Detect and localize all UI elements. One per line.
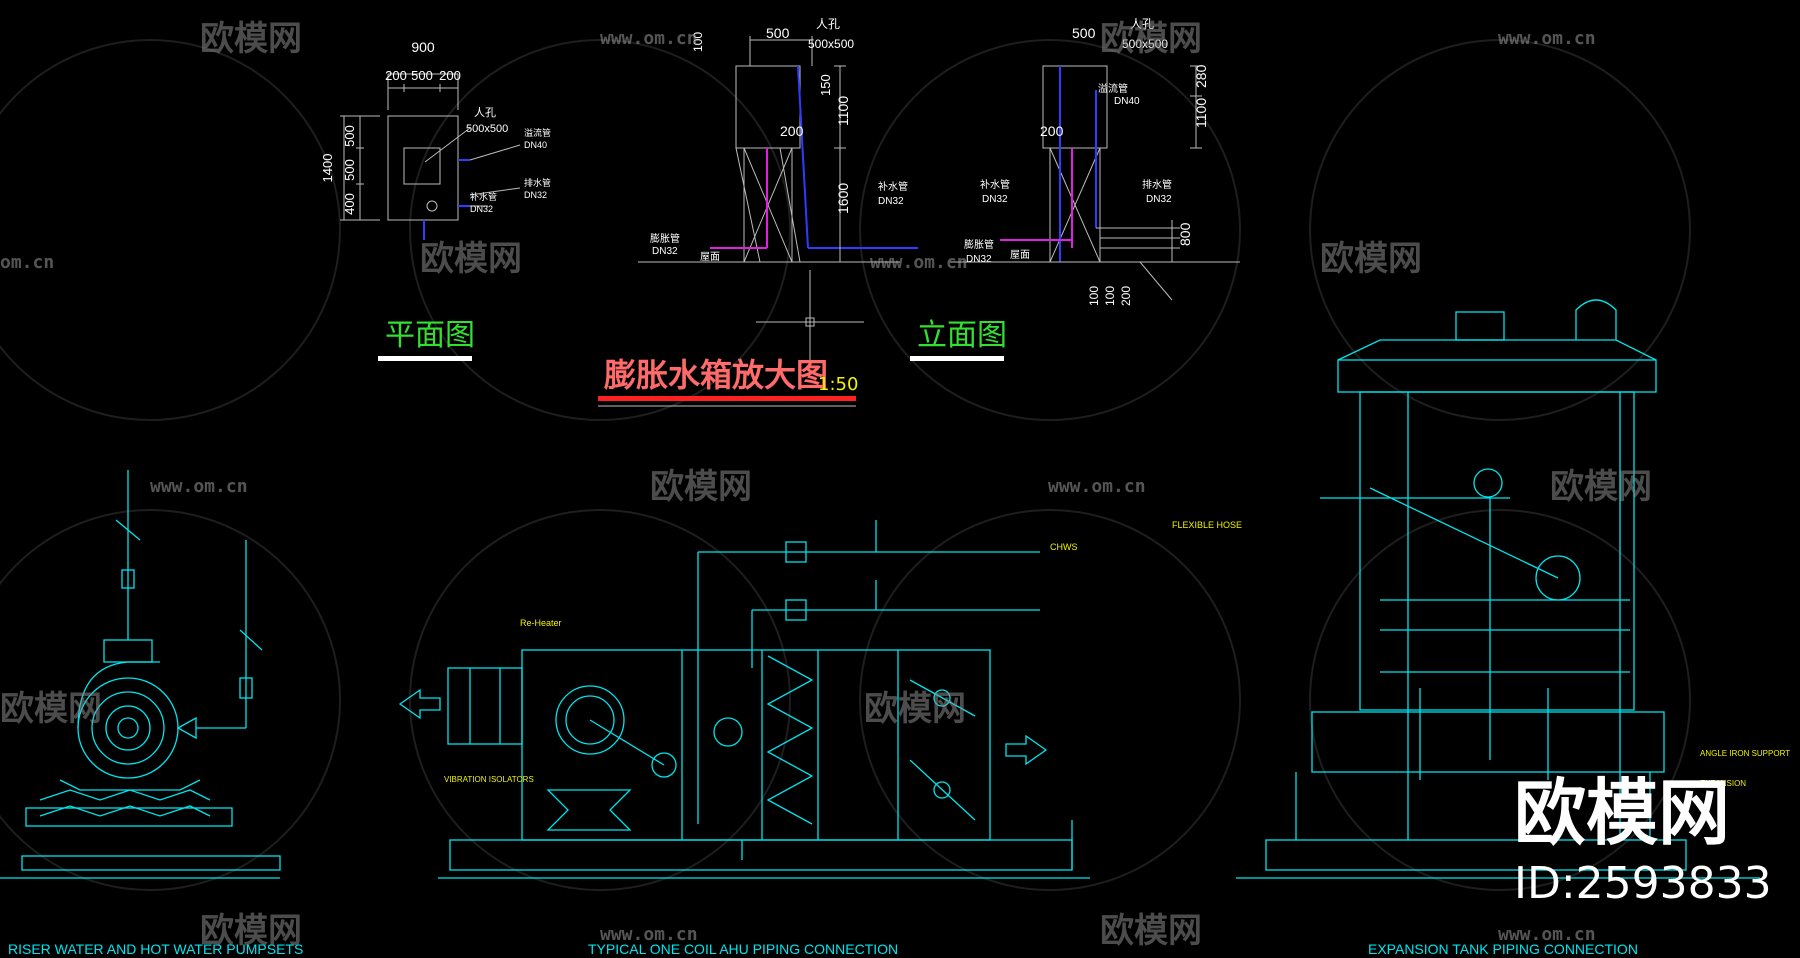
side-dim-800: 800: [1177, 222, 1193, 246]
dim-500a: 500: [342, 125, 357, 147]
tank-title: EXPANSION TANK PIPING CONNECTION: [1368, 941, 1638, 957]
plan-label-underline: [378, 356, 472, 361]
tank-flexible-hose-note: FLEXIBLE HOSE: [1172, 520, 1242, 530]
watermark-brand-7: 欧模网: [0, 689, 102, 729]
watermark-brand-2: 欧模网: [1100, 19, 1202, 59]
watermarks: 欧模网 欧模网 欧模网 欧模网 欧模网 欧模网 欧模网 欧模网 欧模网 欧模网 …: [0, 19, 1772, 951]
side-dn40: DN40: [1114, 96, 1140, 107]
plan-makeup-note: 补水管: [470, 191, 497, 202]
ahu-title: TYPICAL ONE COIL AHU PIPING CONNECTION: [588, 941, 898, 957]
watermark-url-5: www.om.cn: [150, 476, 248, 497]
elev-dn32b: DN32: [878, 196, 904, 207]
elev-makeup-note: 补水管: [878, 180, 908, 193]
plan-view: 900 200 500 200 1400 500 500 400 人孔 500x…: [320, 39, 551, 361]
plan-manhole-note: 人孔: [474, 106, 496, 119]
watermark-url-2: www.om.cn: [1498, 28, 1596, 49]
side-dim-100b: 100: [1103, 286, 1117, 306]
side-dn32b: DN32: [982, 194, 1008, 205]
side-dim-1100: 1100: [1193, 98, 1209, 128]
plan-manhole-size: 500x500: [466, 123, 508, 135]
side-dim-200b: 200: [1119, 286, 1133, 306]
side-manhole-size: 500x500: [1122, 37, 1168, 51]
elev-roof-note: 屋面: [700, 251, 720, 263]
watermark-id: ID:2593833: [1514, 858, 1772, 909]
watermark-circles: [0, 39, 1691, 891]
elev-dim-1100: 1100: [835, 96, 851, 126]
watermark-url-4: www.om.cn: [870, 252, 968, 273]
watermark-url-8: www.om.cn: [1498, 924, 1596, 945]
elev-manhole-note: 人孔: [816, 17, 840, 31]
plan-dn32a: DN32: [524, 190, 547, 200]
tank-expansion-note: EXPANSION: [1700, 779, 1746, 788]
dim-500b: 500: [342, 159, 357, 181]
elev-dim-150: 150: [818, 74, 833, 96]
watermark-brand-1: 欧模网: [200, 19, 302, 59]
watermark-brand-large: 欧模网: [1514, 771, 1730, 855]
side-manhole-note: 人孔: [1130, 17, 1154, 31]
watermark-brand-3: 欧模网: [420, 239, 522, 279]
plan-view-label: 平面图: [385, 318, 475, 353]
watermark-brand-6: 欧模网: [1550, 467, 1652, 507]
elev-dim-200: 200: [780, 123, 804, 139]
tank-elevation-side: 500 人孔 500x500 280 1100 200 800 溢流管 DN40…: [910, 17, 1240, 361]
dim-1400: 1400: [320, 154, 335, 183]
watermark-brand-4: 欧模网: [1320, 239, 1422, 279]
elev-dim-1600: 1600: [835, 183, 851, 214]
ahu-vibration-note: VIBRATION ISOLATORS: [444, 775, 534, 784]
elev-dim-500: 500: [766, 25, 790, 41]
ahu-drawing: Re-Heater VIBRATION ISOLATORS CHWS: [398, 520, 1090, 879]
ahu-reheater-note: Re-Heater: [520, 618, 562, 628]
side-makeup-note: 补水管: [980, 178, 1010, 191]
dim-400: 400: [342, 193, 357, 215]
dim-900: 900: [411, 39, 435, 55]
pumpset-title: RISER WATER AND HOT WATER PUMPSETS: [8, 941, 303, 957]
tank-elevation-main: 500 100 150 1100 1600 200 人孔 500x500 补水管…: [598, 17, 918, 407]
side-dim-280: 280: [1193, 64, 1209, 88]
side-dim-500: 500: [1072, 25, 1096, 41]
expansion-tank-drawing: FLEXIBLE HOSE ANGLE IRON SUPPORT EXPANSI…: [1172, 299, 1790, 879]
elev-dim-100: 100: [691, 32, 705, 52]
plan-overflow-note: 溢流管: [524, 127, 551, 138]
tank-angle-iron-note: ANGLE IRON SUPPORT: [1700, 749, 1790, 758]
side-dn32c: DN32: [966, 254, 992, 265]
elev-manhole-size: 500x500: [808, 37, 854, 51]
side-dn32a: DN32: [1146, 194, 1172, 205]
plan-dn40: DN40: [524, 140, 547, 150]
main-title-scale: 1:50: [818, 374, 858, 395]
ahu-chws-note: CHWS: [1050, 542, 1078, 552]
watermark-brand-8: 欧模网: [864, 689, 966, 729]
plan-dn32b: DN32: [470, 204, 493, 214]
plan-drain-note: 排水管: [524, 177, 551, 188]
side-roof-note: 屋面: [1010, 249, 1030, 261]
dim-200b: 200: [439, 68, 461, 83]
side-drain-note: 排水管: [1142, 178, 1172, 191]
side-overflow-note: 溢流管: [1098, 82, 1128, 95]
dim-500: 500: [411, 68, 433, 83]
pumpset-drawing: [0, 470, 281, 879]
side-dim-100a: 100: [1087, 286, 1101, 306]
watermark-brand-9: 欧模网: [200, 911, 302, 951]
elevation-label-underline: [910, 356, 1004, 361]
watermark-url-3: om.cn: [0, 252, 54, 273]
elev-expansion-note: 膨胀管: [650, 232, 680, 245]
dim-200a: 200: [385, 68, 407, 83]
main-title: 膨胀水箱放大图: [604, 356, 828, 394]
side-expansion-note: 膨胀管: [964, 238, 994, 251]
watermark-url-7: www.om.cn: [600, 924, 698, 945]
watermark-brand-5: 欧模网: [650, 467, 752, 507]
main-title-underline: [598, 396, 856, 401]
watermark-url-6: www.om.cn: [1048, 476, 1146, 497]
watermark-url-1: www.om.cn: [600, 28, 698, 49]
watermark-brand-10: 欧模网: [1100, 911, 1202, 951]
elevation-view-label: 立面图: [917, 318, 1007, 353]
elev-dn32c: DN32: [652, 246, 678, 257]
side-dim-200: 200: [1040, 123, 1064, 139]
